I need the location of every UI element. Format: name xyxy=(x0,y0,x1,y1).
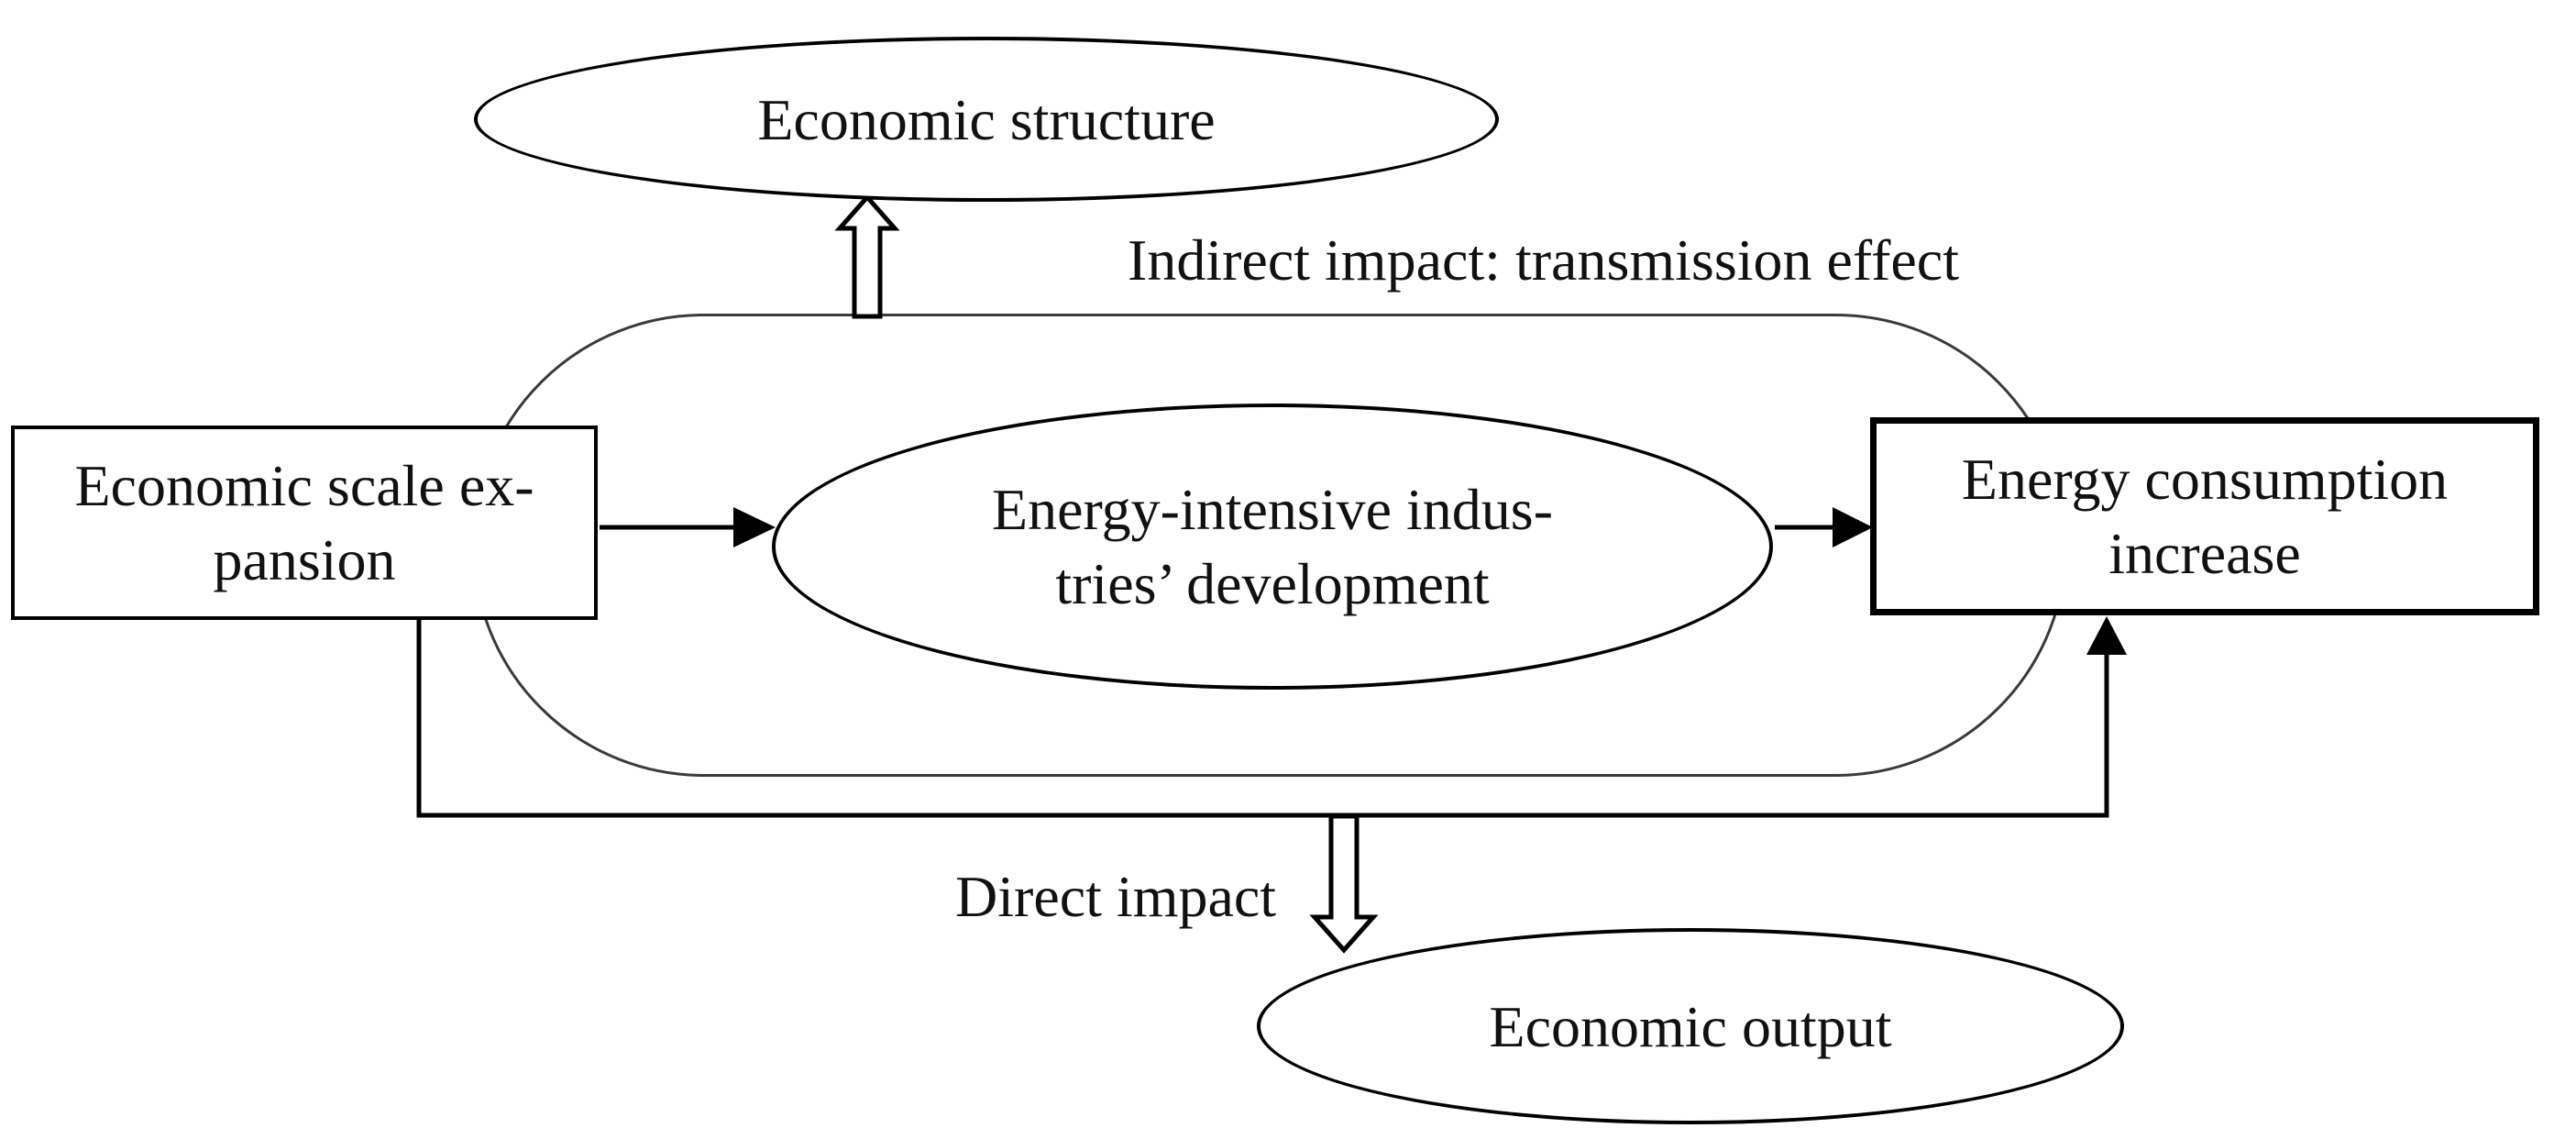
node-economic-scale-expansion-line2: pansion xyxy=(213,527,396,592)
node-energy-consumption-increase-line1: Energy consumption xyxy=(1961,447,2449,512)
node-economic-structure: Economic structure xyxy=(474,37,1499,202)
node-economic-output-label: Economic output xyxy=(1489,993,1892,1059)
arrowhead-up-icon xyxy=(2086,616,2127,655)
hollow-arrow-up xyxy=(834,194,900,319)
node-economic-scale-expansion-line1: Economic scale ex- xyxy=(74,453,534,518)
node-economic-structure-label: Economic structure xyxy=(757,86,1216,152)
node-energy-consumption-increase-line2: increase xyxy=(2108,521,2301,586)
hollow-arrow-down xyxy=(1309,813,1379,954)
node-energy-consumption-increase: Energy consumption increase xyxy=(1870,417,2539,615)
node-energy-intensive-industries-line2: tries’ development xyxy=(1055,551,1490,616)
node-energy-intensive-industries-line1: Energy-intensive indus- xyxy=(991,477,1554,542)
indirect-impact-label: Indirect impact: transmission effect xyxy=(1128,227,1959,293)
direct-impact-label: Direct impact xyxy=(955,864,1277,929)
node-economic-output: Economic output xyxy=(1257,928,2124,1124)
node-energy-intensive-industries: Energy-intensive indus- tries’ developme… xyxy=(772,404,1773,690)
node-economic-scale-expansion: Economic scale ex- pansion xyxy=(11,426,598,620)
